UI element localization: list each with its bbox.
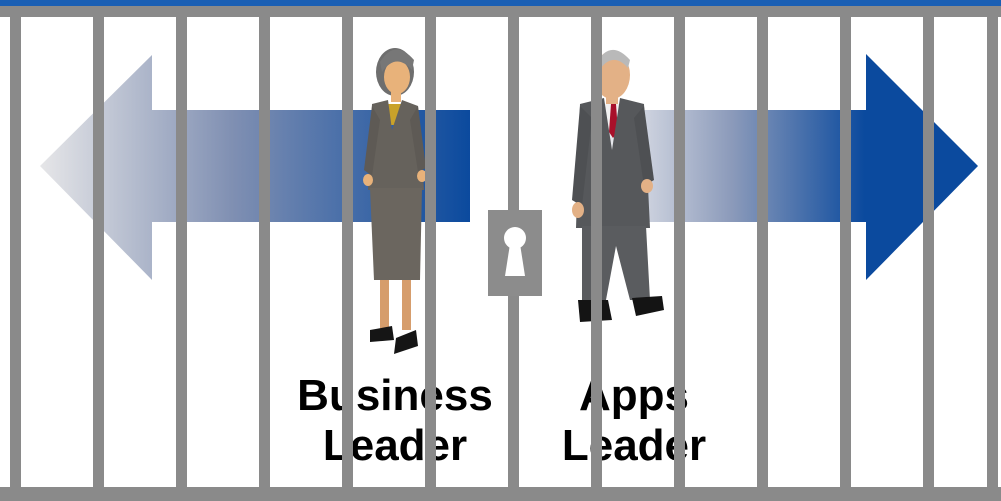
frame-top — [0, 6, 1001, 17]
apps-leader-figure — [572, 49, 664, 322]
business-leader-label: Business Leader — [297, 371, 493, 470]
arrow-right-icon — [600, 54, 978, 280]
arrow-left-icon — [40, 55, 470, 280]
bar — [176, 6, 187, 496]
bar — [259, 6, 270, 496]
bar — [840, 6, 851, 496]
keyhole-icon — [488, 210, 542, 296]
bar — [757, 6, 768, 496]
bar — [923, 6, 934, 496]
frame-right — [987, 6, 998, 501]
bar — [425, 6, 436, 496]
business-leader-figure — [363, 48, 427, 354]
business-leader-label-line1: Business — [297, 371, 493, 420]
bar — [93, 6, 104, 496]
top-strip — [0, 0, 1001, 6]
bar — [674, 6, 685, 496]
frame-left — [10, 6, 21, 501]
frame-bottom — [0, 487, 1001, 501]
bar — [591, 6, 602, 496]
bar — [342, 6, 353, 496]
